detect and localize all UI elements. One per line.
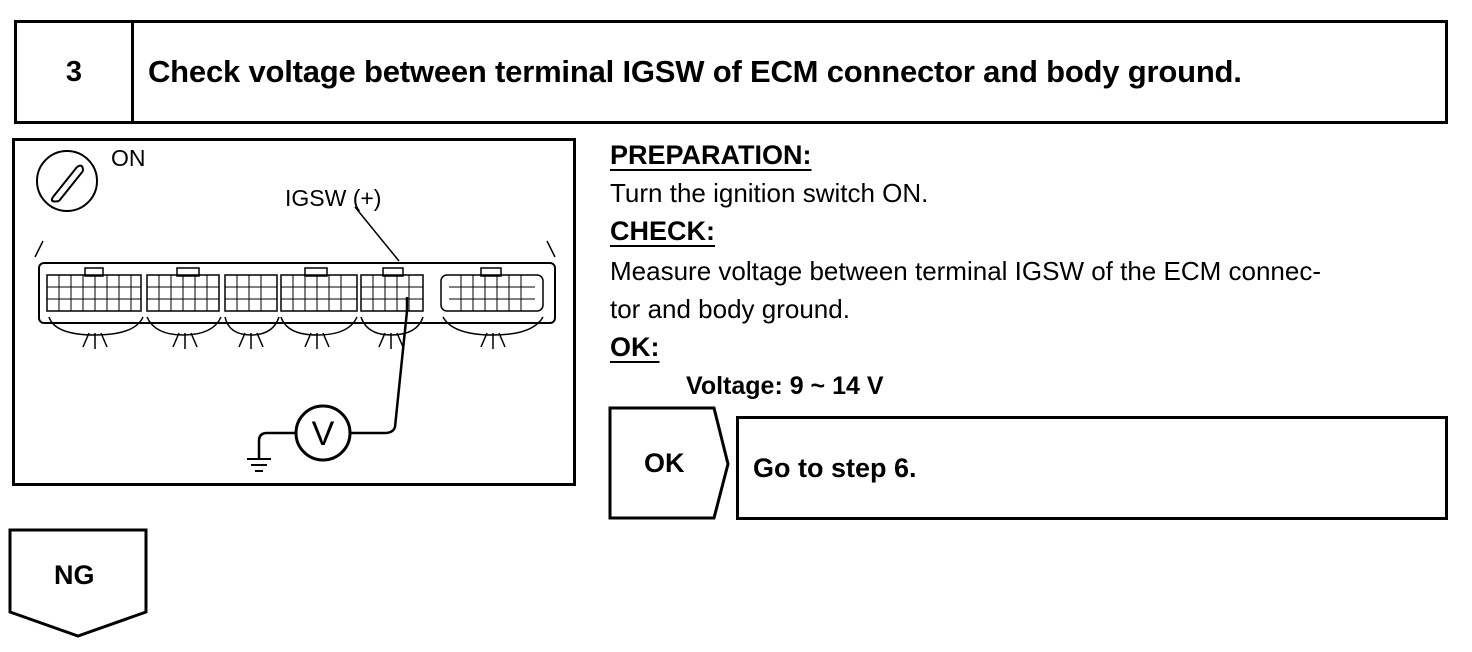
ok-arrow-shape: [608, 406, 730, 520]
connector-diagram: V: [34, 150, 556, 472]
step-title: Check voltage between terminal IGSW of E…: [148, 54, 1242, 89]
step-header: 3 Check voltage between terminal IGSW of…: [14, 20, 1448, 124]
step-number: 3: [17, 23, 134, 121]
meter-symbol: V: [312, 415, 335, 453]
ok-spec: Voltage: 9 ~ 14 V: [686, 372, 884, 400]
preparation-text: Turn the ignition switch ON.: [610, 178, 929, 208]
ng-arrow-shape: [8, 528, 148, 638]
check-heading: CHECK:: [610, 216, 715, 246]
ng-result-label: NG: [54, 560, 95, 590]
check-text-line2: tor and body ground.: [610, 294, 850, 324]
ground-icon: [247, 458, 271, 472]
check-text-line1: Measure voltage between terminal IGSW of…: [610, 256, 1321, 286]
ignition-on-label: ON: [111, 145, 146, 171]
ok-heading: OK:: [610, 332, 660, 362]
ok-result-label: OK: [644, 448, 685, 478]
ecm-connector-figure: V ON IGSW (+): [12, 138, 576, 486]
ecm-connector: [38, 262, 556, 324]
preparation-heading: PREPARATION:: [610, 140, 812, 170]
ok-action-box: Go to step 6.: [736, 416, 1448, 520]
ignition-key-icon: [36, 150, 98, 212]
igsw-terminal-label: IGSW (+): [285, 185, 382, 211]
